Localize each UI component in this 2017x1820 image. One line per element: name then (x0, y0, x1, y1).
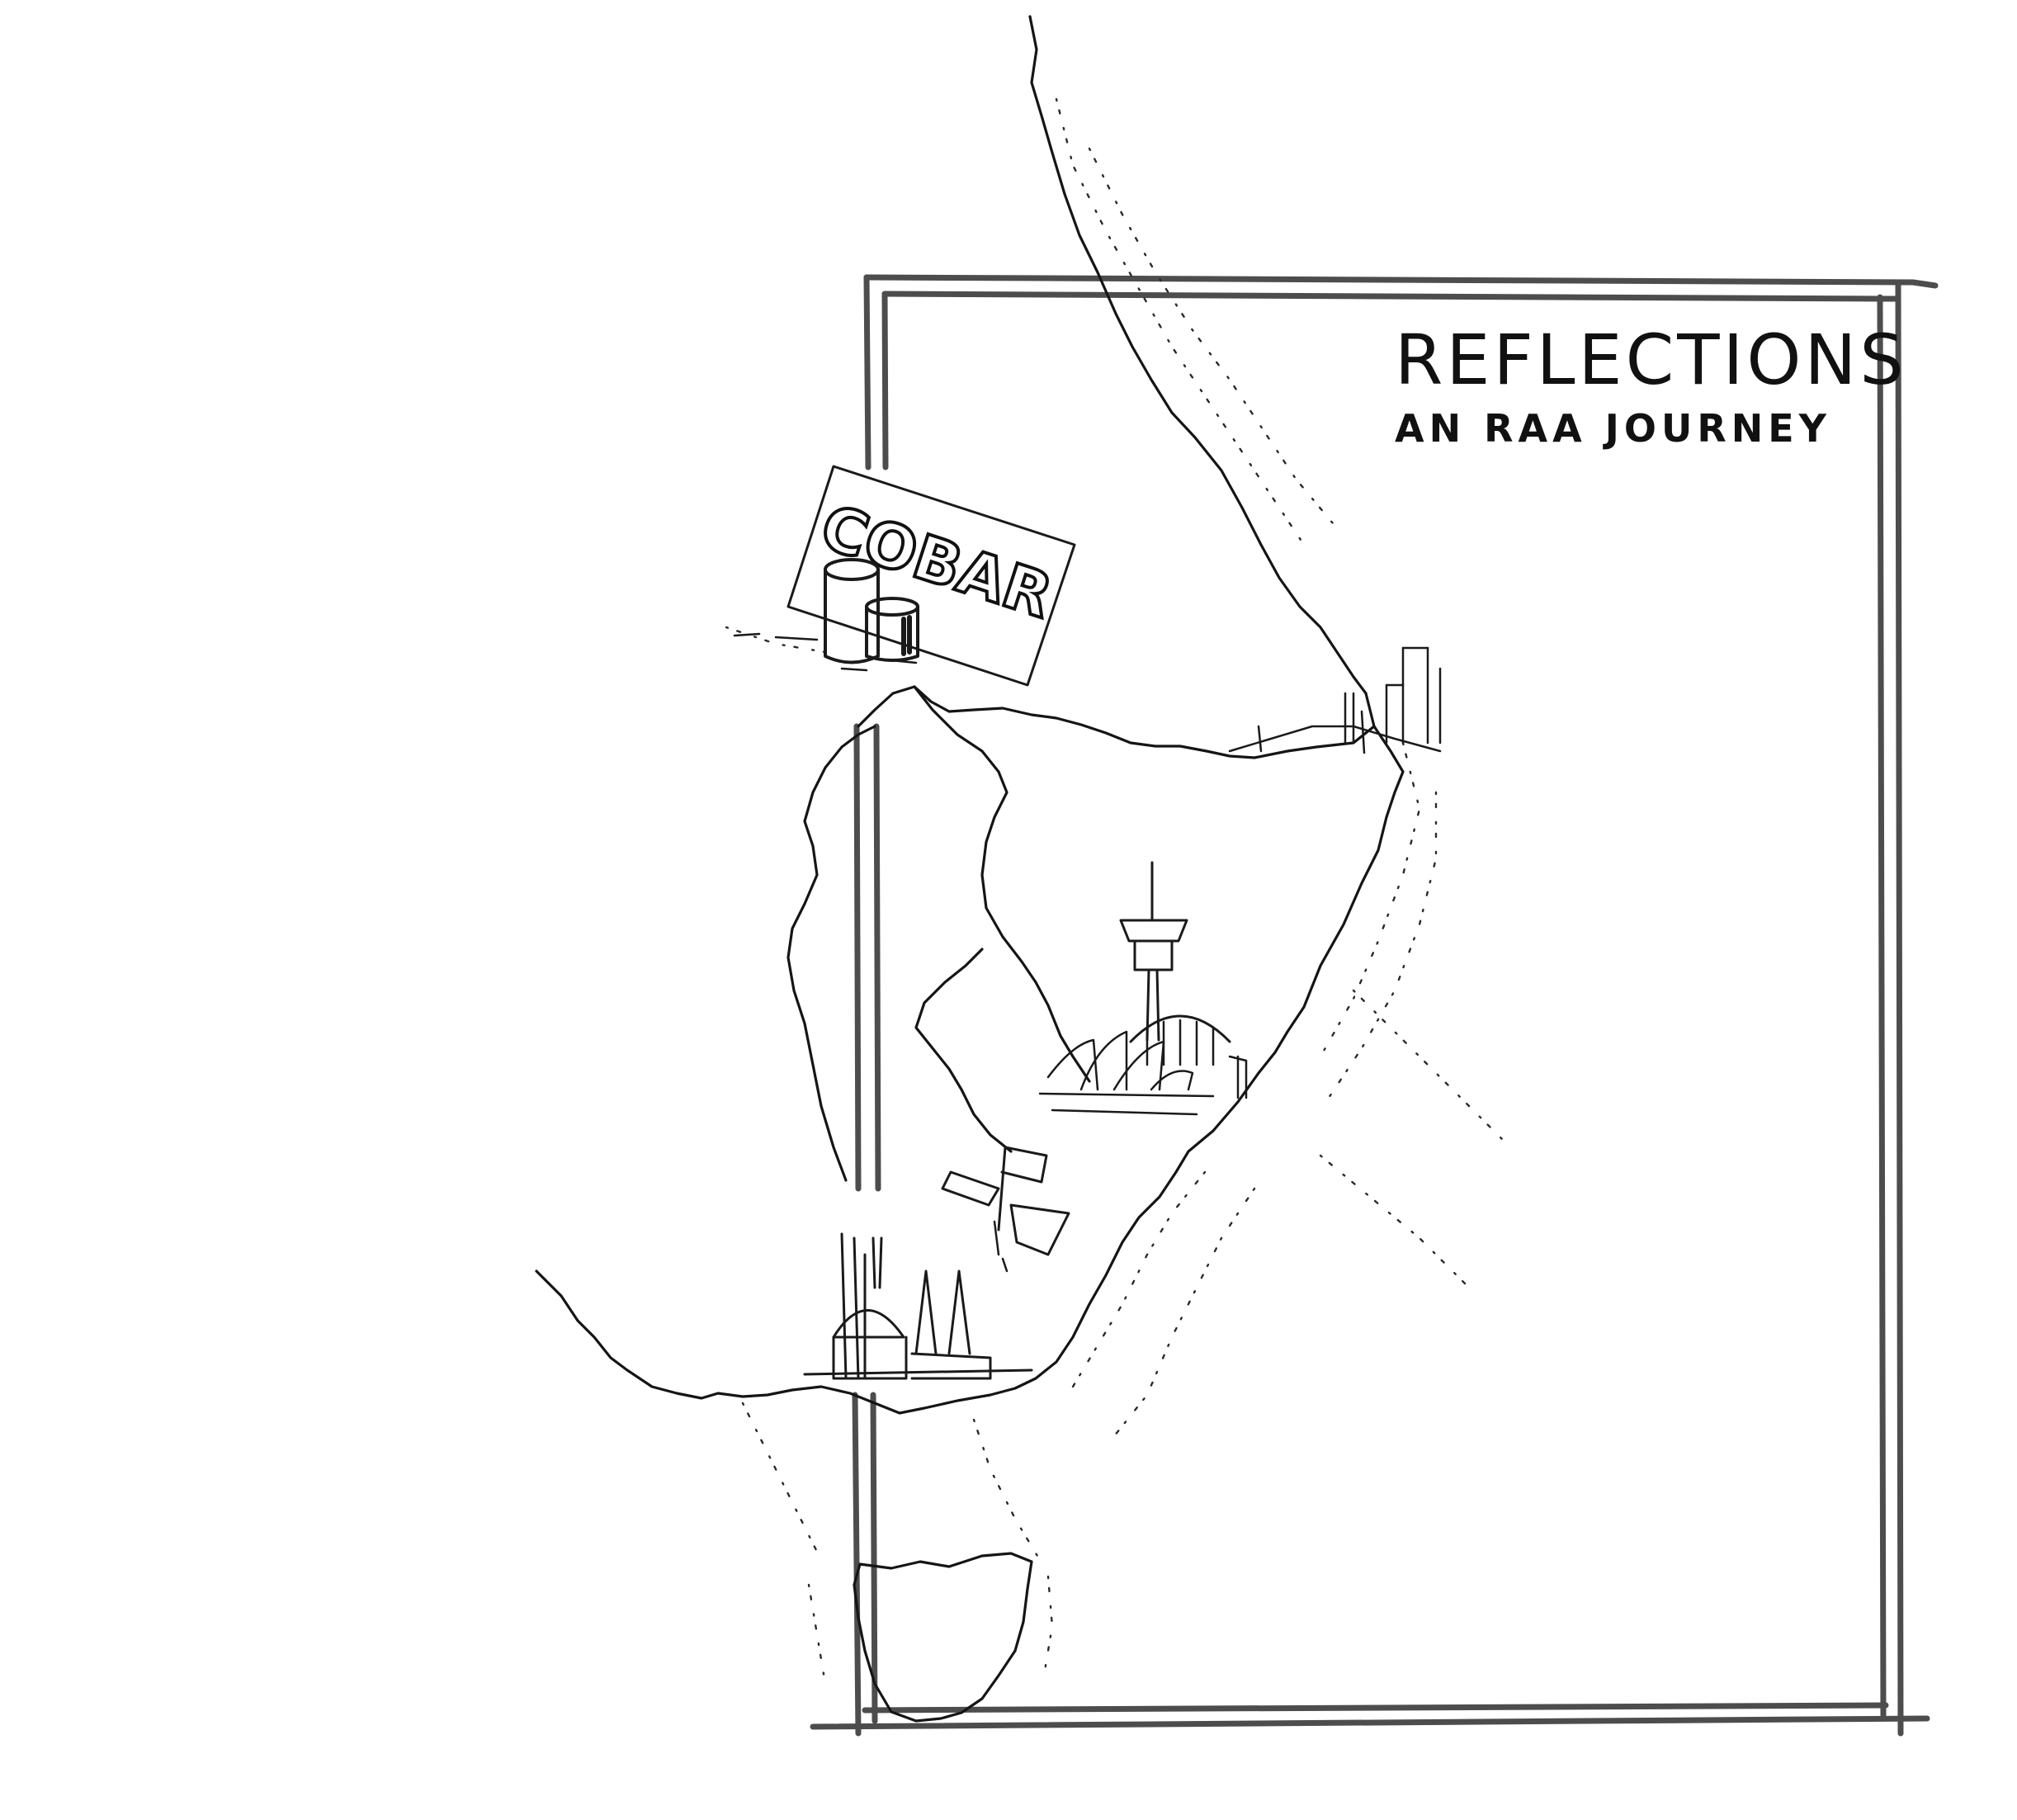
cobar-sign: COBAR (733, 465, 1076, 687)
coastline-map (535, 15, 1405, 1723)
canberra-flag-icon (941, 1146, 1070, 1273)
sydney-skyline-icon (1038, 861, 1248, 1116)
title-block: REFLECTIONS AN RAA JOURNEY (1395, 319, 1907, 451)
subtitle-text: AN RAA JOURNEY (1395, 406, 1831, 451)
cobar-sign-label: COBAR (812, 491, 1060, 632)
title-text: REFLECTIONS (1395, 319, 1907, 400)
water-stipple (725, 97, 1504, 1685)
melbourne-skyline-icon (803, 1232, 1033, 1380)
brisbane-skyline-icon (1228, 646, 1442, 754)
picture-frame (810, 274, 1939, 1737)
mine-tank-icon (824, 558, 919, 664)
